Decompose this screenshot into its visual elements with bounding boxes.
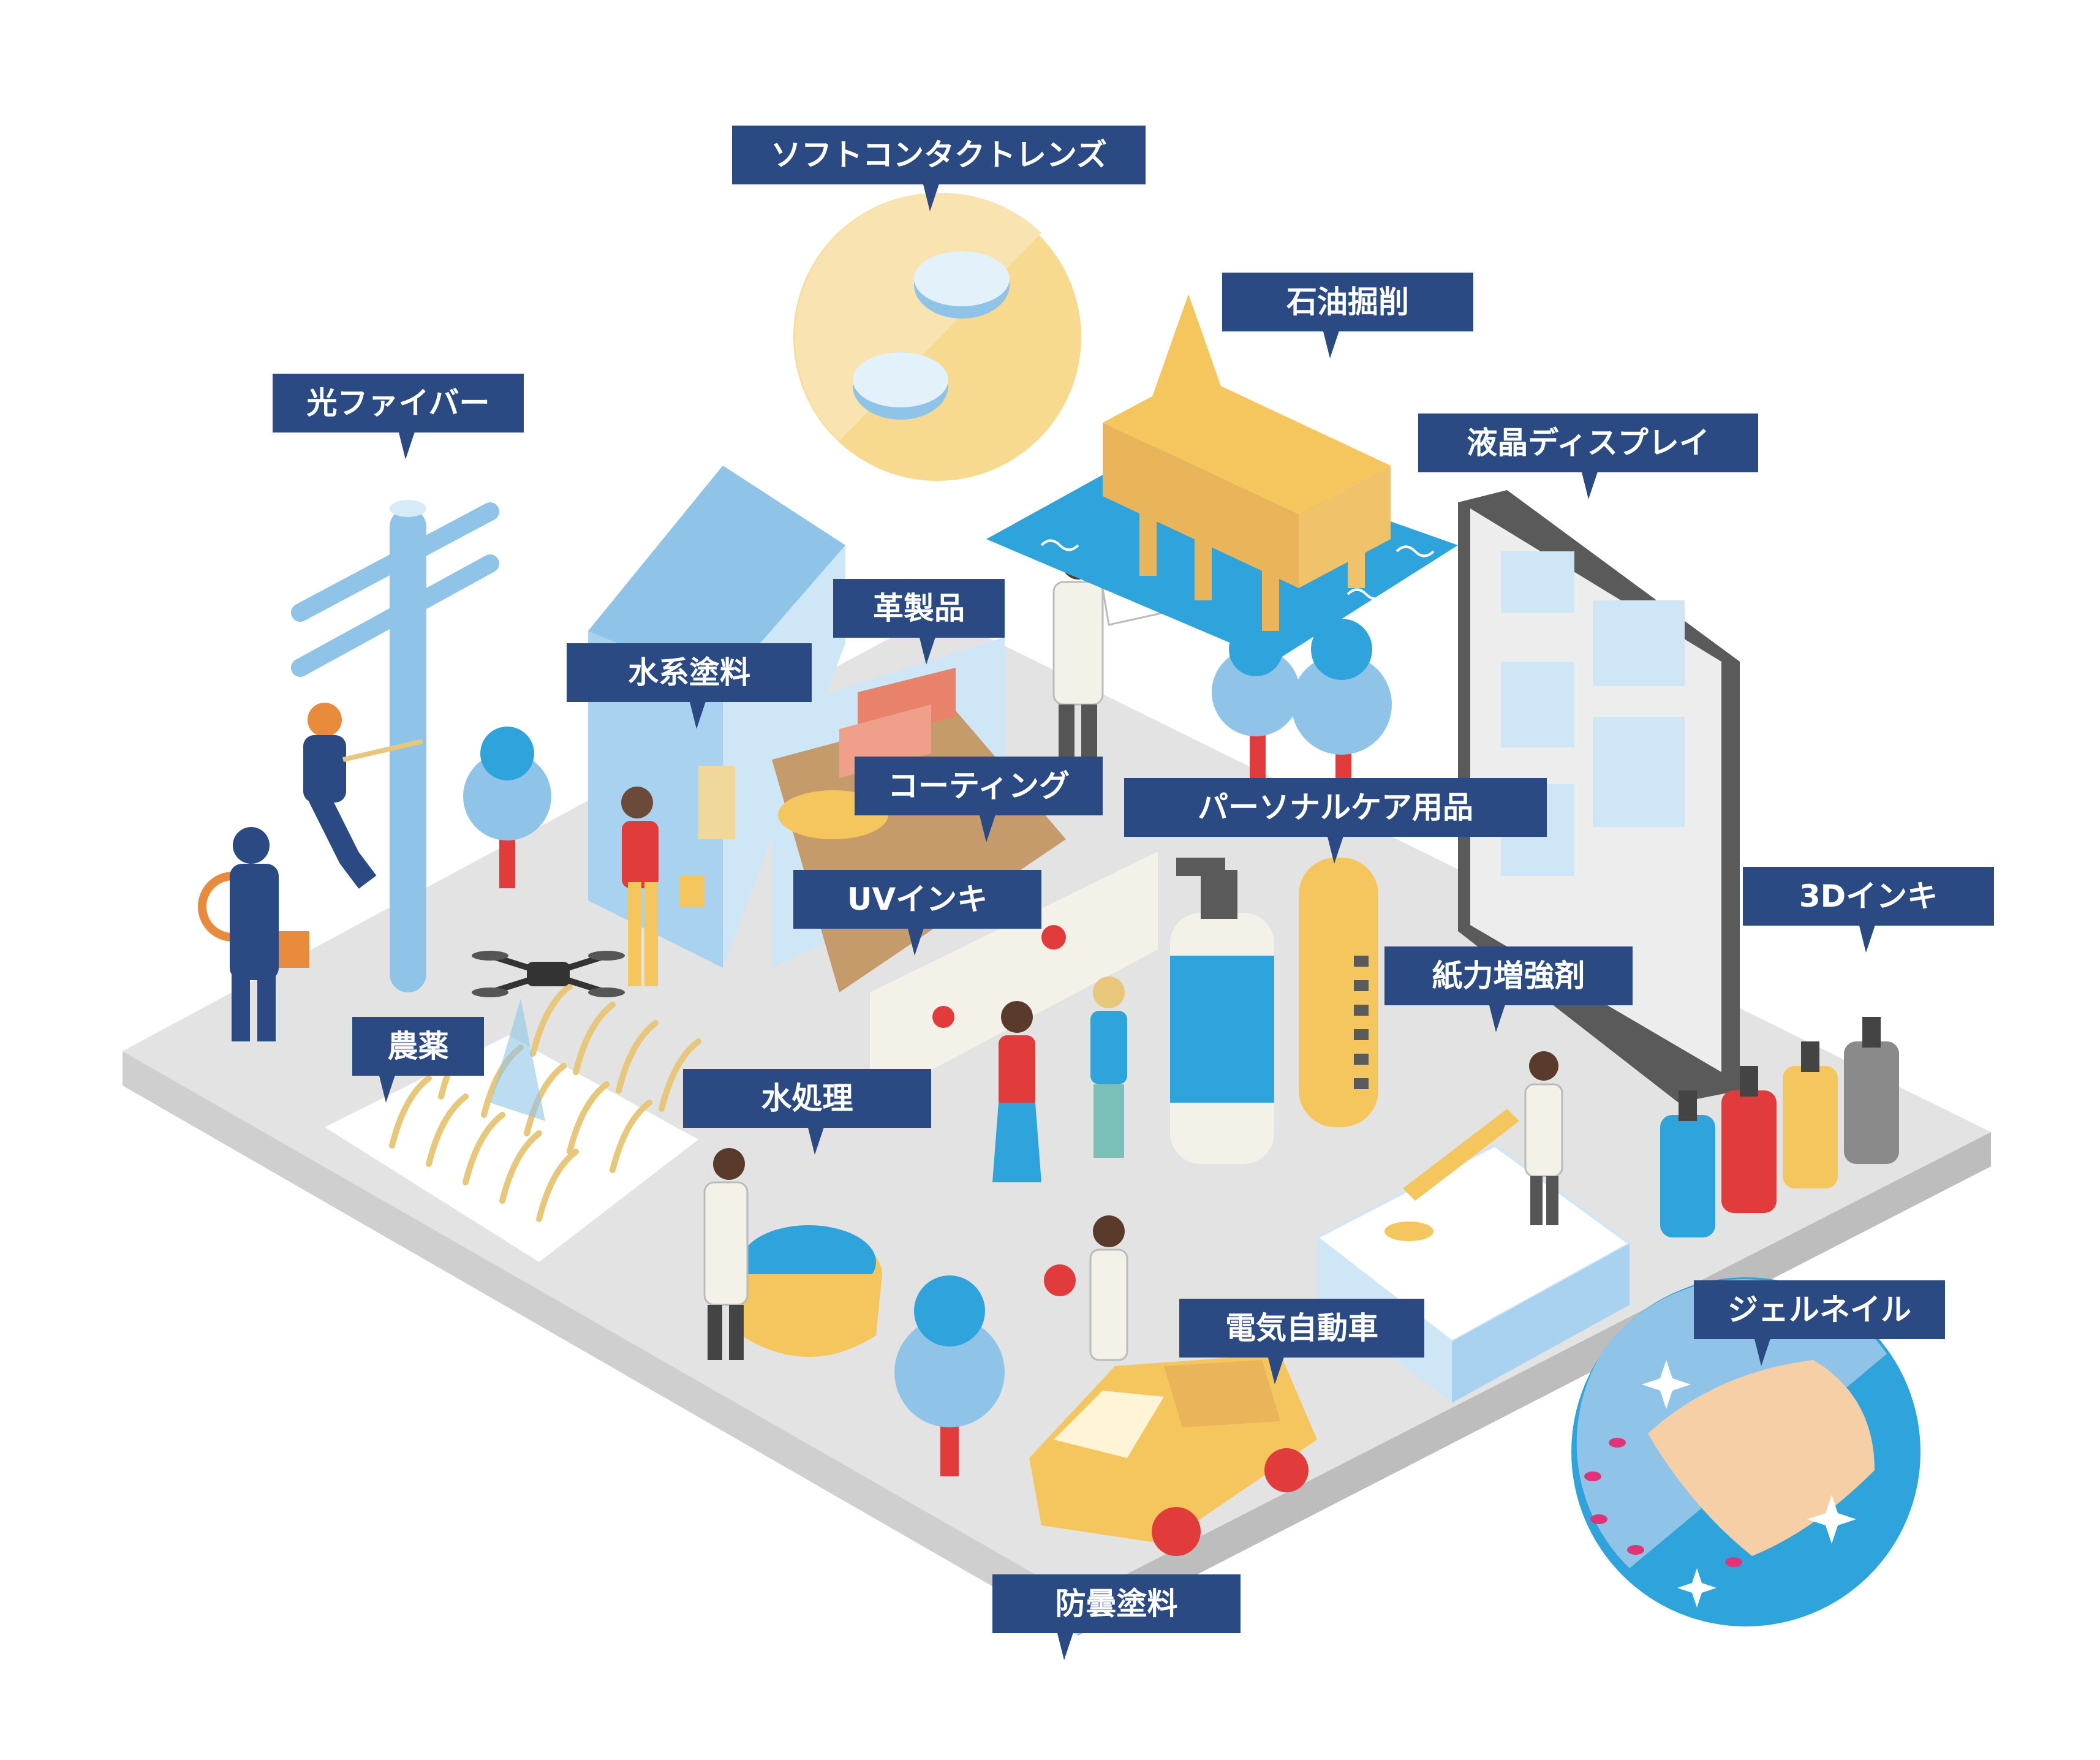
label-3d-ink: 3Dインキ — [1743, 867, 1994, 953]
scientist-flask — [1044, 1215, 1128, 1361]
woman-figure-red — [992, 1001, 1041, 1182]
label-soft-contact-lens: ソフトコンタクトレンズ — [732, 126, 1146, 211]
car-icon — [1029, 1354, 1317, 1556]
printer-counter — [870, 852, 1158, 1103]
scientist-water — [703, 1148, 749, 1360]
label-oil-drilling: 石油掘削 — [1222, 273, 1473, 358]
worker-figure — [198, 827, 309, 1041]
woman-figure-blue — [1090, 976, 1127, 1158]
painter-figure — [621, 787, 704, 986]
lineman-figure — [303, 703, 423, 889]
label-leather: 革製品 — [833, 579, 1005, 665]
water-basin — [735, 1225, 882, 1357]
label-lcd: 液晶ディスプレイ — [1418, 414, 1758, 499]
label-coating: コーティング — [855, 757, 1103, 842]
label-pesticide: 農薬 — [352, 1017, 484, 1103]
label-optical-fiber: 光ファイバー — [273, 374, 524, 459]
label-water-paint: 水系塗料 — [567, 643, 812, 729]
tree-back-2 — [1291, 619, 1392, 790]
utility-pole-icon — [291, 500, 499, 992]
label-paper-strength: 紙力増強剤 — [1384, 946, 1633, 1032]
pump-bottle-icon — [1170, 858, 1274, 1164]
drone-icon — [472, 951, 625, 1121]
label-water-treatment: 水処理 — [683, 1069, 931, 1155]
label-gel-nail: ジェルネイル — [1694, 1280, 1945, 1366]
scientist-paper — [1524, 1051, 1563, 1225]
label-antifog-paint: 防曇塗料 — [992, 1574, 1241, 1660]
tube-bottle — [1299, 858, 1378, 1127]
label-personal-care: パーソナルケア用品 — [1124, 778, 1547, 864]
ink-bottles — [1660, 1017, 1899, 1237]
oil-rig-icon — [986, 294, 1458, 662]
tree-front — [894, 1275, 1005, 1476]
tree-left — [463, 727, 551, 888]
label-ev: 電気自動車 — [1179, 1299, 1424, 1384]
hand-nail-icon — [1571, 1277, 1921, 1626]
label-uv-ink: UVインキ — [793, 870, 1041, 956]
contact-lens-icon — [793, 192, 1081, 481]
